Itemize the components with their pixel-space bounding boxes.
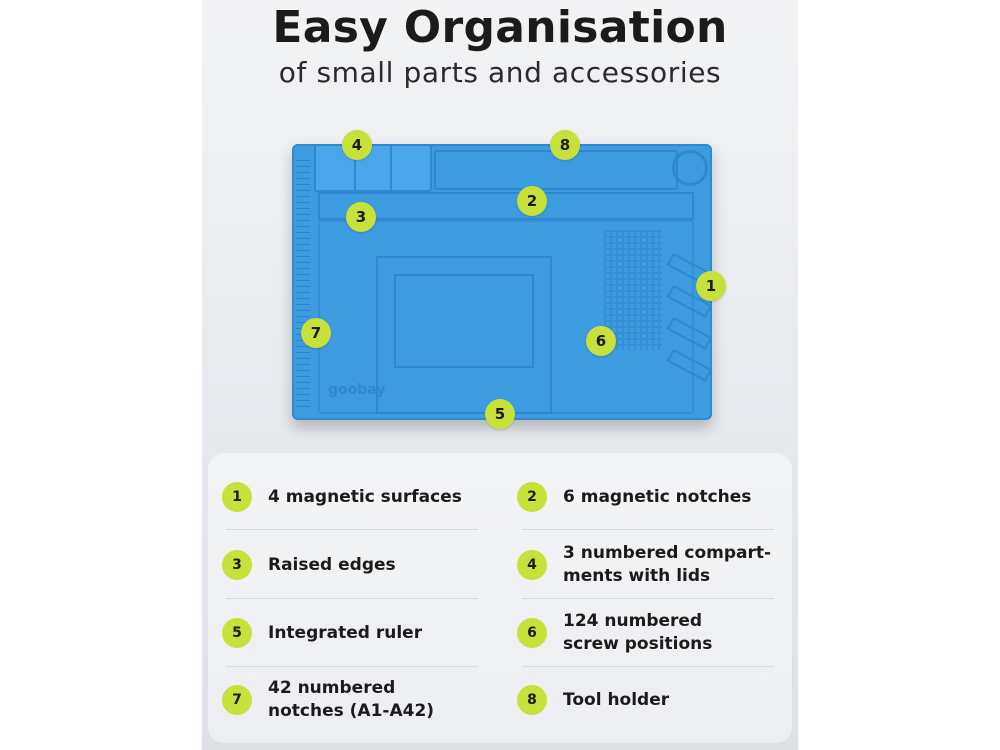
legend-divider bbox=[226, 529, 478, 530]
legend-label: 3 numbered compart- ments with lids bbox=[563, 543, 772, 586]
legend-item-5: 5 Integrated ruler bbox=[222, 613, 422, 653]
legend-divider bbox=[522, 666, 774, 667]
round-holder-graphic bbox=[672, 150, 708, 186]
legend-item-4: 4 3 numbered compart- ments with lids bbox=[517, 543, 772, 586]
legend-divider bbox=[226, 598, 478, 599]
legend-badge: 3 bbox=[222, 550, 252, 580]
legend-badge: 8 bbox=[517, 685, 547, 715]
marker-5: 5 bbox=[485, 399, 515, 429]
legend-divider bbox=[522, 598, 774, 599]
brand-logo: goobay bbox=[328, 382, 386, 398]
work-area-outer bbox=[376, 256, 552, 414]
legend-badge: 4 bbox=[517, 550, 547, 580]
legend-item-6: 6 124 numbered screw positions bbox=[517, 611, 713, 654]
compartment-3 bbox=[390, 144, 432, 192]
marker-2: 2 bbox=[517, 186, 547, 216]
legend-label: 42 numbered notches (A1-A42) bbox=[268, 678, 435, 721]
ruler-graphic bbox=[296, 160, 310, 412]
legend-item-3: 3 Raised edges bbox=[222, 545, 396, 585]
page-subtitle: of small parts and accessories bbox=[278, 56, 722, 89]
work-area-inner bbox=[394, 274, 534, 368]
compartment-2 bbox=[354, 144, 396, 192]
marker-3: 3 bbox=[346, 202, 376, 232]
legend-item-8: 8 Tool holder bbox=[517, 680, 669, 720]
marker-1: 1 bbox=[696, 271, 726, 301]
legend-badge: 5 bbox=[222, 618, 252, 648]
legend-item-7: 7 42 numbered notches (A1-A42) bbox=[222, 678, 435, 721]
screw-grid-graphic bbox=[604, 230, 662, 350]
marker-6: 6 bbox=[586, 326, 616, 356]
legend-badge: 2 bbox=[517, 482, 547, 512]
legend-divider bbox=[522, 529, 774, 530]
legend-label: Tool holder bbox=[563, 689, 670, 710]
legend-badge: 6 bbox=[517, 618, 547, 648]
notch-row-graphic bbox=[318, 192, 694, 220]
page-title: Easy Organisation bbox=[272, 2, 728, 53]
marker-7: 7 bbox=[301, 318, 331, 348]
legend-label: 6 magnetic notches bbox=[563, 486, 752, 507]
legend-badge: 7 bbox=[222, 685, 252, 715]
legend-label: 124 numbered screw positions bbox=[563, 611, 713, 654]
marker-8: 8 bbox=[550, 130, 580, 160]
legend-label: Raised edges bbox=[268, 554, 396, 575]
legend-item-2: 2 6 magnetic notches bbox=[517, 477, 751, 517]
work-mat-illustration: goobay bbox=[292, 144, 713, 420]
legend-item-1: 1 4 magnetic surfaces bbox=[222, 477, 462, 517]
legend-label: 4 magnetic surfaces bbox=[268, 486, 462, 507]
legend-divider bbox=[226, 666, 478, 667]
legend-label: Integrated ruler bbox=[268, 622, 423, 643]
legend-badge: 1 bbox=[222, 482, 252, 512]
marker-4: 4 bbox=[342, 130, 372, 160]
